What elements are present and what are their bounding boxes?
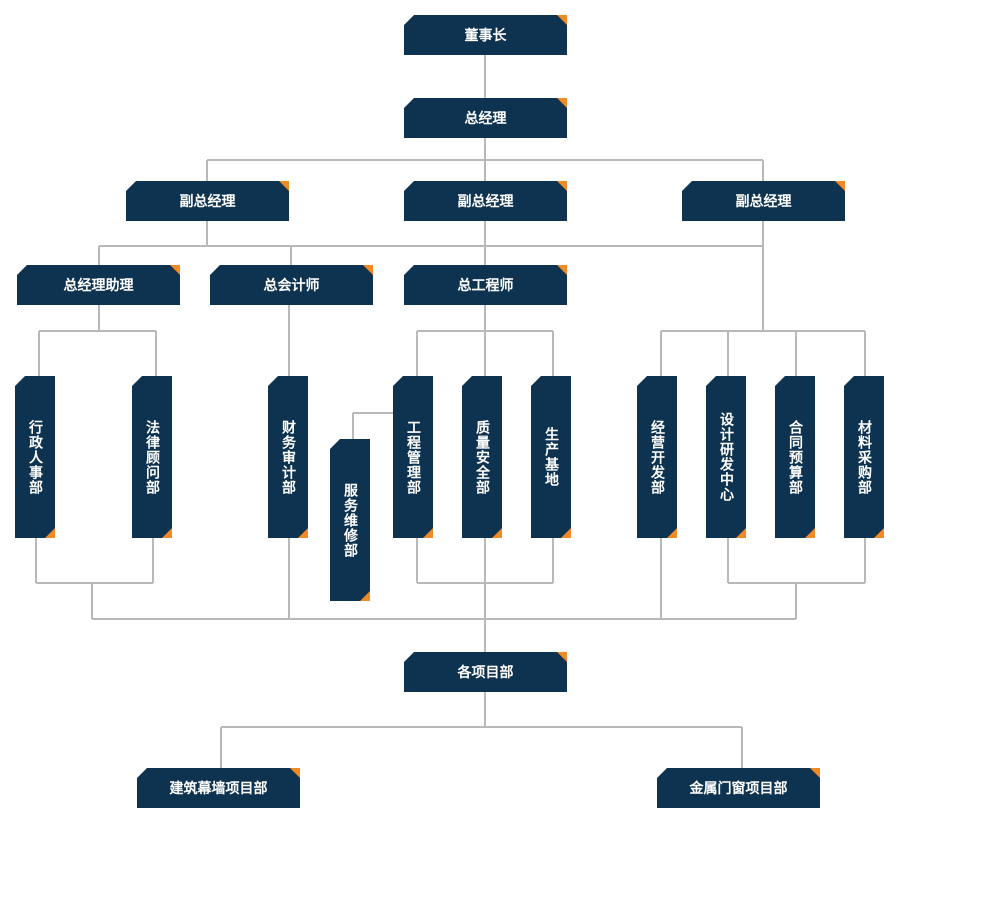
chief-accountant-node: 总会计师 [210, 265, 373, 305]
general-manager-label: 总经理 [464, 111, 507, 127]
accent-corner [162, 528, 172, 538]
accent-corner [667, 528, 677, 538]
engineering-management-label: 工程管理部 [405, 419, 421, 495]
deputy-gm-right-node: 副总经理 [682, 181, 845, 221]
deputy-gm-right-label: 副总经理 [735, 194, 792, 210]
accent-corner [805, 528, 815, 538]
accent-corner [492, 528, 502, 538]
admin-hr-node: 行政人事部 [15, 376, 55, 538]
gm-assistant-label: 总经理助理 [63, 278, 134, 294]
accent-corner [557, 98, 567, 108]
admin-hr-label: 行政人事部 [27, 419, 43, 495]
legal-counsel-node: 法律顾问部 [132, 376, 172, 538]
contract-budget-node: 合同预算部 [775, 376, 815, 538]
accent-corner [736, 528, 746, 538]
project-departments-label: 各项目部 [457, 665, 514, 681]
metal-window-projects-node: 金属门窗项目部 [657, 768, 820, 808]
accent-corner [45, 528, 55, 538]
engineering-management-node: 工程管理部 [393, 376, 433, 538]
quality-safety-node: 质量安全部 [462, 376, 502, 538]
accent-corner [835, 181, 845, 191]
accent-corner [170, 265, 180, 275]
quality-safety-label: 质量安全部 [474, 419, 490, 495]
chief-engineer-node: 总工程师 [404, 265, 567, 305]
accent-corner [557, 181, 567, 191]
project-departments-node: 各项目部 [404, 652, 567, 692]
accent-corner [360, 591, 370, 601]
business-development-node: 经营开发部 [637, 376, 677, 538]
deputy-gm-center-node: 副总经理 [404, 181, 567, 221]
chief-accountant-label: 总会计师 [263, 278, 320, 294]
production-base-label: 生产基地 [543, 427, 559, 487]
service-maintenance-node: 服务维修部 [330, 439, 370, 601]
general-manager-node: 总经理 [404, 98, 567, 138]
curtain-wall-projects-node: 建筑幕墙项目部 [137, 768, 300, 808]
contract-budget-label: 合同预算部 [787, 419, 803, 495]
design-rd-center-label: 设计研发中心 [718, 412, 734, 502]
accent-corner [561, 528, 571, 538]
accent-corner [557, 652, 567, 662]
chairman-node: 董事长 [404, 15, 567, 55]
business-development-label: 经营开发部 [649, 419, 665, 495]
accent-corner [279, 181, 289, 191]
materials-procurement-label: 材料采购部 [856, 419, 872, 495]
accent-corner [810, 768, 820, 778]
legal-counsel-label: 法律顾问部 [144, 419, 160, 495]
accent-corner [874, 528, 884, 538]
design-rd-center-node: 设计研发中心 [706, 376, 746, 538]
accent-corner [557, 265, 567, 275]
gm-assistant-node: 总经理助理 [17, 265, 180, 305]
metal-window-projects-label: 金属门窗项目部 [689, 781, 788, 797]
chairman-label: 董事长 [464, 28, 507, 44]
accent-corner [298, 528, 308, 538]
accent-corner [363, 265, 373, 275]
deputy-gm-left-label: 副总经理 [179, 194, 236, 210]
curtain-wall-projects-label: 建筑幕墙项目部 [169, 781, 268, 797]
accent-corner [290, 768, 300, 778]
materials-procurement-node: 材料采购部 [844, 376, 884, 538]
deputy-gm-left-node: 副总经理 [126, 181, 289, 221]
service-maintenance-label: 服务维修部 [342, 482, 358, 558]
production-base-node: 生产基地 [531, 376, 571, 538]
accent-corner [557, 15, 567, 25]
finance-audit-label: 财务审计部 [280, 419, 296, 495]
finance-audit-node: 财务审计部 [268, 376, 308, 538]
deputy-gm-center-label: 副总经理 [457, 194, 514, 210]
accent-corner [423, 528, 433, 538]
chief-engineer-label: 总工程师 [457, 278, 514, 294]
